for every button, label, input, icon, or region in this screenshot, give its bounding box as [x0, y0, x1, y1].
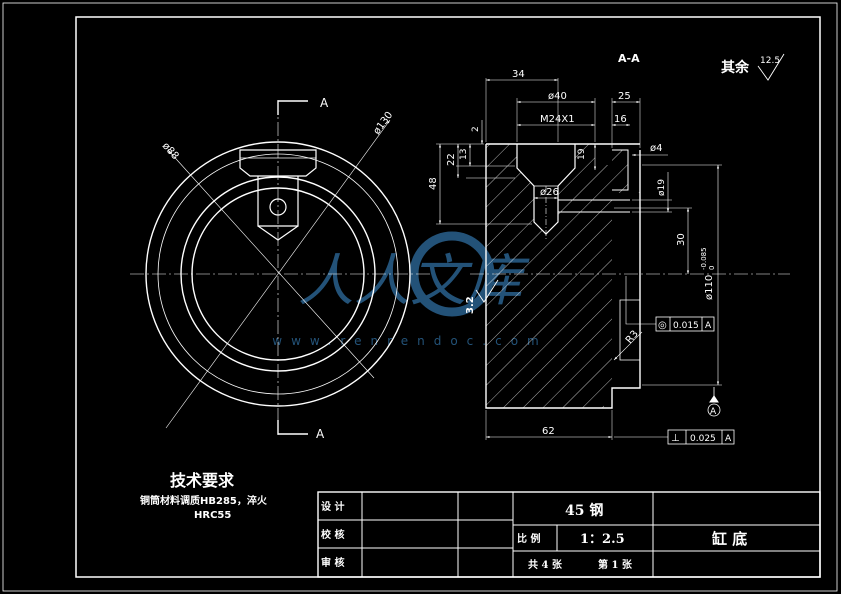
- dim-d130: ø130: [372, 110, 396, 137]
- dim-d88: ø88: [160, 141, 181, 162]
- tb-scale-value: 1：2.5: [580, 532, 625, 547]
- surface-note-label: 其余: [721, 59, 750, 76]
- dim-l19: 19: [577, 148, 587, 160]
- dim-l2: 2: [471, 126, 481, 132]
- dim-tol-lower: 0: [708, 266, 716, 270]
- dim-l34: 34: [512, 69, 525, 80]
- perpendicularity-datum: A: [725, 434, 732, 444]
- tolerance-frame-perpendicularity: ⊥ 0.025 A: [667, 429, 735, 445]
- tech-line-1: 铜筒材料调质HB285，淬火: [140, 494, 268, 507]
- dim-l62: 62: [542, 426, 555, 437]
- tb-part-name: 缸 底: [712, 530, 747, 548]
- tb-sheets-total: 共 4 张: [528, 558, 563, 571]
- tb-check-label: 校 核: [321, 528, 344, 541]
- dim-l22: 22: [446, 153, 457, 166]
- tolerance-frame-concentricity: ◎ 0.015 A: [655, 316, 715, 332]
- dim-tol-upper: -0.085: [700, 247, 708, 270]
- dim-line-d130: [165, 119, 391, 429]
- dim-d110: ø110: [704, 275, 715, 300]
- local-roughness-value: 3.2: [465, 296, 476, 314]
- concentricity-datum: A: [705, 321, 712, 331]
- tb-material: 45 钢: [565, 502, 603, 519]
- cut-mark-top: [277, 100, 308, 115]
- dim-l13: 13: [459, 149, 469, 160]
- perpendicularity-icon: ⊥: [671, 433, 680, 444]
- section-view: [436, 78, 790, 440]
- dim-d26: ø26: [540, 187, 559, 198]
- datum-label: A: [710, 407, 717, 417]
- tb-sheet-no: 第 1 张: [598, 558, 633, 571]
- roughness-general-icon: [757, 53, 785, 81]
- dim-r3: R3: [624, 329, 641, 346]
- watermark-url: www.renrendoc.com: [272, 334, 547, 348]
- tech-line-2: HRC55: [194, 510, 231, 521]
- dim-l48: 48: [428, 177, 439, 190]
- dim-l16: 16: [614, 114, 627, 125]
- surface-note-roughness: 12.5: [760, 56, 780, 66]
- tech-title: 技术要求: [170, 471, 235, 490]
- dim-thread: M24X1: [540, 114, 575, 125]
- front-view: [130, 100, 430, 435]
- dim-d19: ø19: [657, 179, 667, 196]
- dim-line-r3: [613, 331, 643, 361]
- cut-label-bottom: A: [316, 427, 325, 441]
- dim-d40: ø40: [548, 91, 567, 102]
- tb-design-label: 设 计: [321, 500, 344, 513]
- dim-line-d88: [167, 149, 375, 379]
- concentricity-value: 0.015: [673, 321, 699, 331]
- title-block: [317, 491, 821, 578]
- cut-label-top: A: [320, 96, 329, 110]
- tb-scale-label: 比 例: [517, 532, 540, 545]
- concentricity-icon: ◎: [658, 320, 667, 331]
- tb-review-label: 审 核: [321, 556, 344, 569]
- perpendicularity-value: 0.025: [690, 434, 716, 444]
- dim-d4: ø4: [650, 143, 662, 154]
- dim-l25: 25: [618, 91, 631, 102]
- cut-mark-bottom: [277, 420, 308, 435]
- dim-l30: 30: [676, 233, 687, 246]
- section-title: A-A: [618, 52, 640, 65]
- roughness-local-icon: [475, 279, 499, 303]
